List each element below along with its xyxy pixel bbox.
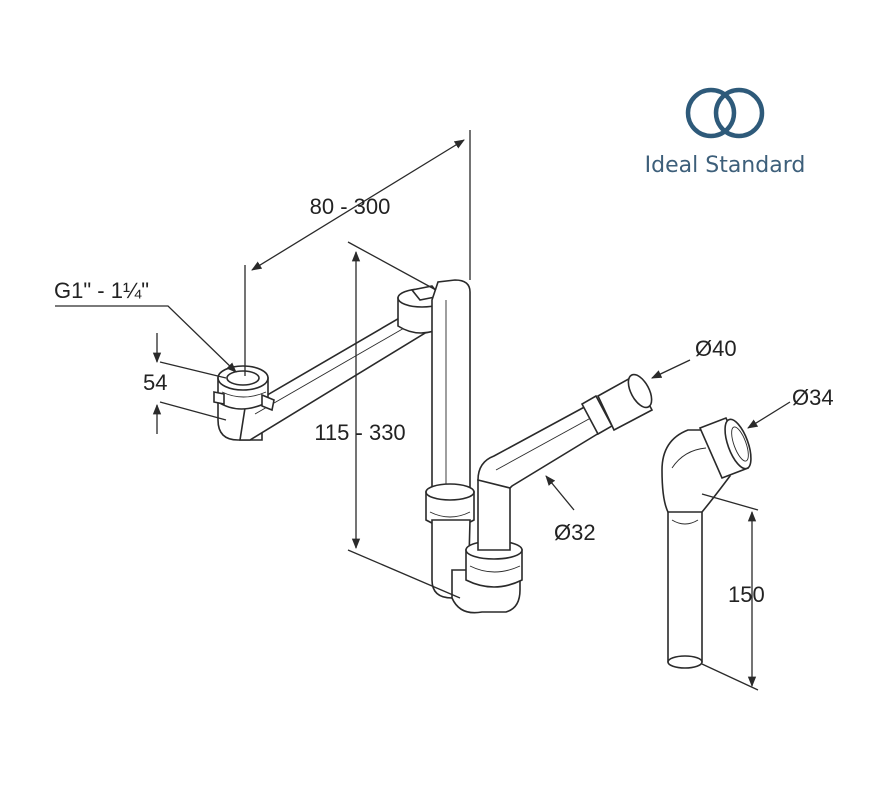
label-outlet-diameter: Ø40 (695, 336, 737, 361)
label-vertical-height: 115 - 330 (314, 420, 405, 445)
dimension-labels: 80 - 300 G1" - 1¼" 54 115 - 330 Ø40 Ø32 … (54, 194, 834, 607)
label-thread: G1" - 1¼" (54, 278, 149, 303)
label-pipe-diameter: Ø32 (554, 520, 596, 545)
inlet-nut (213, 365, 275, 412)
connector-elbow (661, 416, 752, 669)
interlocking-rings-icon (685, 87, 765, 139)
dimension-lines (55, 130, 791, 691)
label-horizontal-length: 80 - 300 (310, 194, 391, 219)
brand-name: Ideal Standard (645, 153, 806, 178)
label-connector-length: 150 (728, 582, 765, 607)
siphon-assembly (213, 279, 654, 614)
label-height-inlet: 54 (143, 370, 167, 395)
label-connector-diameter: Ø34 (792, 385, 834, 410)
brand-logo: Ideal Standard (645, 87, 806, 178)
